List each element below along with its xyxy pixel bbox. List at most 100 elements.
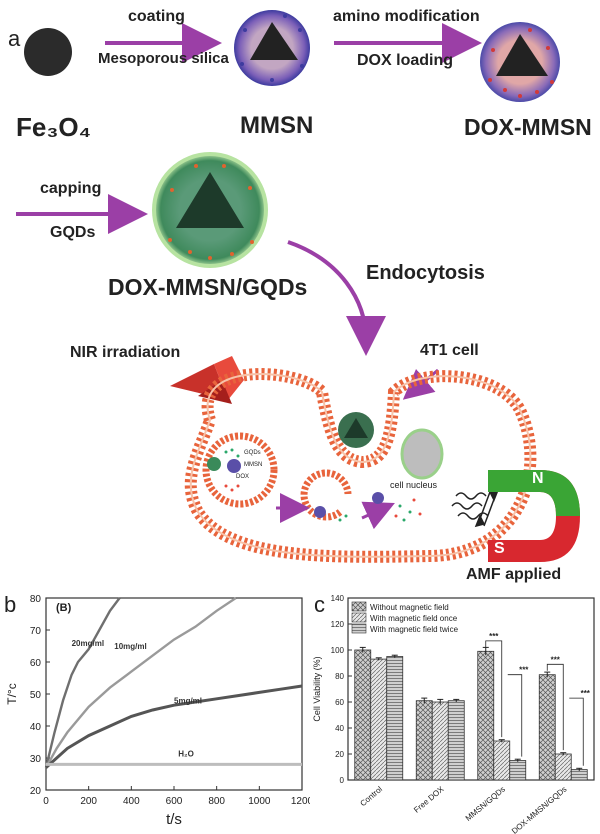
- cell-membrane: [184, 368, 537, 563]
- significance-label: ***: [581, 689, 591, 698]
- x-tick-label: 200: [80, 796, 97, 807]
- mmsn-label: MMSN: [240, 112, 314, 139]
- significance-bracket: [569, 697, 584, 766]
- endosome-mmsn-label: MMSN: [244, 462, 263, 468]
- bar: [354, 649, 372, 781]
- significance-bracket: [507, 674, 523, 757]
- annotation-5mg: 5mg/ml: [174, 697, 202, 706]
- y-tick-label: 0: [340, 776, 345, 785]
- y-tick-label: 30: [30, 754, 42, 765]
- x-tick-label: 600: [166, 796, 183, 807]
- panel-b-chart: 02004006008001000120020304050607080T/°ct…: [5, 594, 310, 828]
- bar: [370, 658, 388, 781]
- release-arrow-2: [361, 501, 395, 530]
- x-tick-label: DOX-MMSN/GQDs: [510, 785, 569, 834]
- endosome-dox-label: DOX: [236, 474, 250, 480]
- amino-modification-label: amino modification: [333, 8, 480, 25]
- legend-swatch: [351, 612, 367, 623]
- field-arrows: [474, 488, 500, 528]
- endocytosis-label: Endocytosis: [366, 262, 485, 284]
- x-tick-label: 400: [123, 796, 140, 807]
- bar: [554, 753, 572, 781]
- mmsn-particle: [234, 10, 310, 86]
- legend-swatch: [351, 623, 367, 634]
- capping-label: capping: [40, 180, 102, 197]
- plot-frame: [45, 597, 303, 791]
- magnet: [488, 470, 580, 562]
- magnet-s-label: S: [494, 540, 505, 557]
- endosome: [202, 432, 278, 508]
- fe3o4-core: [24, 28, 72, 76]
- legend-label: Without magnetic field: [370, 603, 449, 612]
- bar: [386, 656, 404, 781]
- magnet-n-label: N: [532, 470, 544, 487]
- bar: [431, 701, 449, 781]
- amf-label: AMF applied: [466, 566, 562, 583]
- x-tick-label: Control: [358, 784, 384, 808]
- annotation-20mg: 20mg/ml: [72, 639, 104, 648]
- plot-frame: [347, 597, 595, 781]
- legend-label: With magnetic field once: [370, 614, 458, 623]
- y-tick-label: 80: [30, 594, 42, 605]
- dox-mmsn-gqds-particle: [152, 152, 268, 268]
- legend-swatch: [351, 601, 367, 612]
- cell-nucleus: [400, 428, 444, 480]
- significance-label: ***: [519, 666, 529, 675]
- x-tick-label: MMSN/GQDs: [464, 785, 507, 823]
- y-tick-label: 40: [335, 724, 344, 733]
- bar: [477, 650, 495, 781]
- escaping-vesicle: [300, 469, 352, 522]
- dox-mmsn-particle: [480, 22, 560, 102]
- y-tick-label: 20: [335, 750, 344, 759]
- bar: [447, 700, 465, 781]
- cell-pointer-arrow: [402, 368, 439, 400]
- annotation-h2o: H₂O: [178, 749, 194, 758]
- significance-bracket: [485, 640, 503, 738]
- series-line: [44, 684, 303, 769]
- annotation-10mg: 10mg/ml: [114, 642, 146, 651]
- y-axis-label: T/°c: [5, 683, 19, 704]
- dox-mmsn-label: DOX-MMSN: [464, 114, 592, 140]
- bar: [493, 740, 511, 781]
- y-tick-label: 140: [331, 594, 345, 603]
- y-tick-label: 60: [335, 698, 344, 707]
- coating-label: coating: [128, 8, 185, 25]
- series-line: [44, 597, 121, 768]
- panel-a-letter: a: [8, 26, 21, 51]
- bar: [415, 700, 433, 781]
- y-tick-label: 70: [30, 626, 42, 637]
- mesoporous-silica-label: Mesoporous silica: [98, 50, 229, 67]
- y-tick-label: 120: [331, 620, 345, 629]
- x-tick-label: 1000: [248, 796, 271, 807]
- gqds-label: GQDs: [50, 224, 96, 241]
- y-tick-label: 80: [335, 672, 344, 681]
- bar: [570, 769, 588, 781]
- y-tick-label: 40: [30, 722, 42, 733]
- endosome-gqds-label: GQDs: [244, 450, 261, 456]
- fe3o4-label: Fe₃O₄: [16, 112, 91, 142]
- significance-bracket: [546, 663, 564, 751]
- internalized-particle: [338, 412, 374, 448]
- endocytosis-arrow: [287, 240, 386, 356]
- x-tick-label: 800: [208, 796, 225, 807]
- y-axis-label: Cell Viability (%): [312, 656, 322, 721]
- series-line: [44, 597, 237, 769]
- bar: [509, 760, 527, 781]
- significance-label: ***: [489, 632, 499, 641]
- bar: [538, 674, 556, 781]
- significance-label: ***: [551, 655, 561, 664]
- cell-nucleus-label: cell nucleus: [390, 480, 438, 490]
- x-tick-label: Free DOX: [412, 784, 446, 814]
- cell-membrane-inner: [189, 373, 532, 558]
- y-tick-label: 50: [30, 690, 42, 701]
- cell-4t1-label: 4T1 cell: [420, 342, 479, 359]
- x-tick-label: 1200: [291, 796, 310, 807]
- panel-a-diagram: [16, 10, 580, 563]
- nir-label: NIR irradiation: [70, 344, 181, 361]
- panel-b-inner-label: (B): [56, 602, 72, 614]
- y-tick-label: 60: [30, 658, 42, 669]
- panel-c-letter: c: [314, 592, 325, 617]
- legend-label: With magnetic field twice: [370, 625, 459, 634]
- released-contents: [372, 492, 422, 522]
